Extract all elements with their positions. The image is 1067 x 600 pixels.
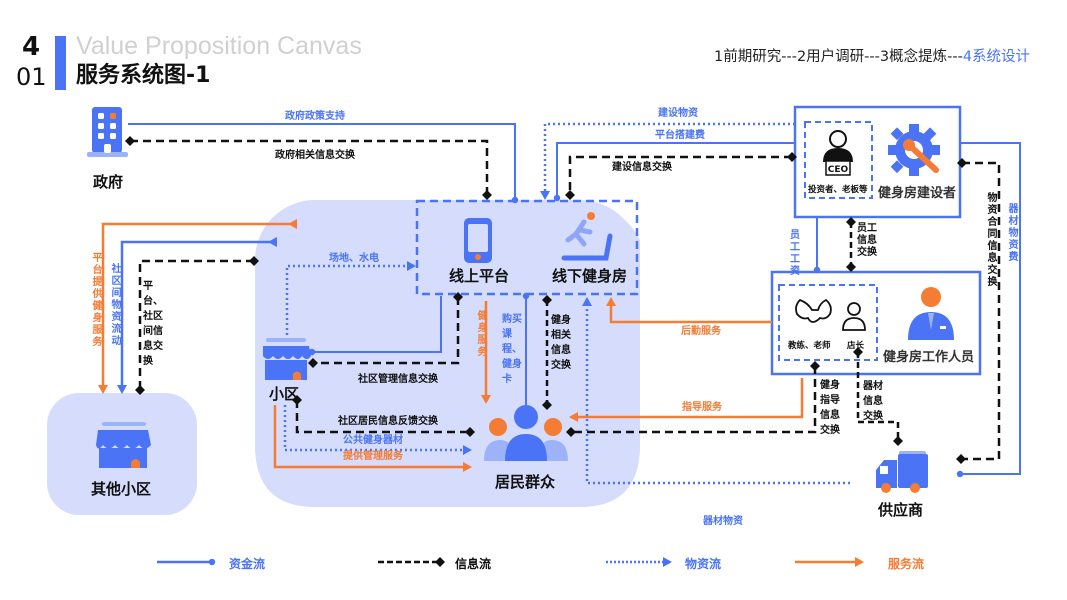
flow-contract-info (956, 158, 1001, 464)
manager-icon (842, 302, 866, 331)
muscle-icon (795, 298, 832, 323)
label-platform-fee: 平台搭建费 (655, 130, 705, 141)
label-contract-info: 物资合同信息交换 (985, 192, 996, 288)
gear-wrench-icon (888, 124, 940, 176)
page-title: 服务系统图-1 (76, 63, 211, 88)
step-separator: --- (781, 49, 797, 65)
flow-gov-info (125, 136, 492, 200)
building-icon (87, 107, 128, 157)
treadmill-runner-icon (561, 212, 613, 261)
staff-dashed-box (778, 284, 878, 361)
label-logistics-service: 后勤服务 (681, 326, 721, 337)
staff-manager-label: 店长 (847, 341, 865, 351)
label-build-material: 建设物资 (658, 108, 698, 119)
step-2: 2用户调研 (796, 49, 865, 65)
flow-resident-feedback (292, 395, 475, 437)
label-community-material: 社区间物资流动 (109, 263, 120, 347)
legend-info-label: 信息流 (455, 557, 492, 571)
phone-icon (464, 218, 492, 263)
legend-service-label: 服务流 (888, 557, 925, 571)
label-equipment-info: 器材信息交换 (863, 381, 883, 422)
flow-platform-service (98, 219, 297, 394)
flow-equipment-material (582, 297, 850, 485)
label-build-info: 建设信息交换 (612, 162, 672, 173)
flow-public-equipment (283, 405, 472, 455)
group-icon (484, 405, 568, 461)
node-supplier-label: 供应商 (878, 501, 924, 519)
node-builder-sub-label: 投资者、老板等 (808, 185, 868, 195)
ceo-dashed-box (804, 121, 873, 199)
label-community-mgmt-info: 社区管理信息交换 (358, 374, 438, 385)
truck-icon (876, 451, 928, 493)
label-venue-power: 场地、水电 (329, 253, 379, 264)
label-gov-info: 政府相关信息交换 (275, 150, 355, 161)
label-buy-course: 购买课程、健身卡 (502, 314, 522, 385)
label-resident-feedback: 社区居民信息反馈交换 (338, 416, 438, 427)
flow-build-info (565, 152, 797, 200)
node-online-platform-label: 线上平台 (449, 267, 510, 285)
main-region-bump (255, 200, 640, 507)
legend-money-label: 资金流 (229, 557, 266, 571)
label-platform-service: 平台提供健身服务 (90, 252, 101, 348)
node-residents-label: 居民群众 (495, 473, 556, 491)
section-number: 4 (22, 32, 41, 62)
flow-equipment-info (853, 347, 903, 446)
ceo-icon (823, 130, 853, 176)
step-4-active: 4系统设计 (962, 49, 1031, 65)
flow-guidance-info (566, 361, 820, 437)
label-equipment-fee: 器材物资费 (1006, 203, 1017, 263)
flow-community-info (135, 256, 259, 395)
ceo-text: CEO (828, 165, 849, 175)
step-separator: --- (947, 49, 963, 65)
label-gov-policy: 政府政策支持 (285, 111, 345, 122)
label-community-info: 平台、社区间信息交换 (143, 281, 163, 367)
staff-coach-label: 教练、老师 (788, 341, 831, 351)
node-government-label: 政府 (93, 173, 124, 191)
flow-equipment-fee (956, 142, 1021, 478)
staff-person-icon (908, 287, 954, 340)
flow-community-mgmt-info (308, 292, 463, 368)
node-offline-gym-label: 线下健身房 (552, 267, 628, 285)
shop-icon-other-community (96, 422, 151, 468)
node-community-label: 小区 (269, 385, 300, 403)
label-staff-info: 员工信息交换 (857, 223, 877, 258)
node-staff-label: 健身房工作人员 (883, 350, 975, 365)
flow-platform-fee (553, 142, 795, 202)
accent-bar (55, 36, 66, 90)
step-separator: --- (864, 49, 880, 65)
label-guidance-service: 指导服务 (682, 402, 722, 413)
node-other-community-label: 其他小区 (91, 480, 152, 498)
title-english: Value Proposition Canvas (76, 32, 362, 60)
flow-gov-policy (128, 123, 519, 204)
progress-steps: 1前期研究---2用户调研---3概念提炼---4系统设计 (714, 45, 1030, 66)
shop-icon-community (263, 338, 311, 380)
node-builder-label: 健身房建设者 (878, 186, 957, 201)
label-fitness-service: 健身服务 (475, 310, 486, 358)
label-guidance-info: 健身指导信息交换 (820, 380, 840, 436)
label-public-equipment: 公共健身器材 (343, 435, 403, 446)
flow-mgmt-service (273, 405, 472, 472)
step-3: 3概念提炼 (879, 49, 948, 65)
step-1: 1前期研究 (714, 49, 782, 65)
flow-community-material (117, 237, 277, 394)
flow-logistics-service (606, 297, 772, 324)
label-equipment-material: 器材物资 (703, 516, 743, 527)
label-staff-salary: 员工工资 (790, 230, 802, 277)
flow-build-material (540, 122, 795, 200)
section-sub-number: 01 (16, 63, 47, 91)
legend-material-label: 物资流 (685, 557, 722, 571)
label-mgmt-service: 提供管理服务 (343, 451, 403, 462)
label-fitness-info: 健身相关信息交换 (551, 315, 571, 371)
